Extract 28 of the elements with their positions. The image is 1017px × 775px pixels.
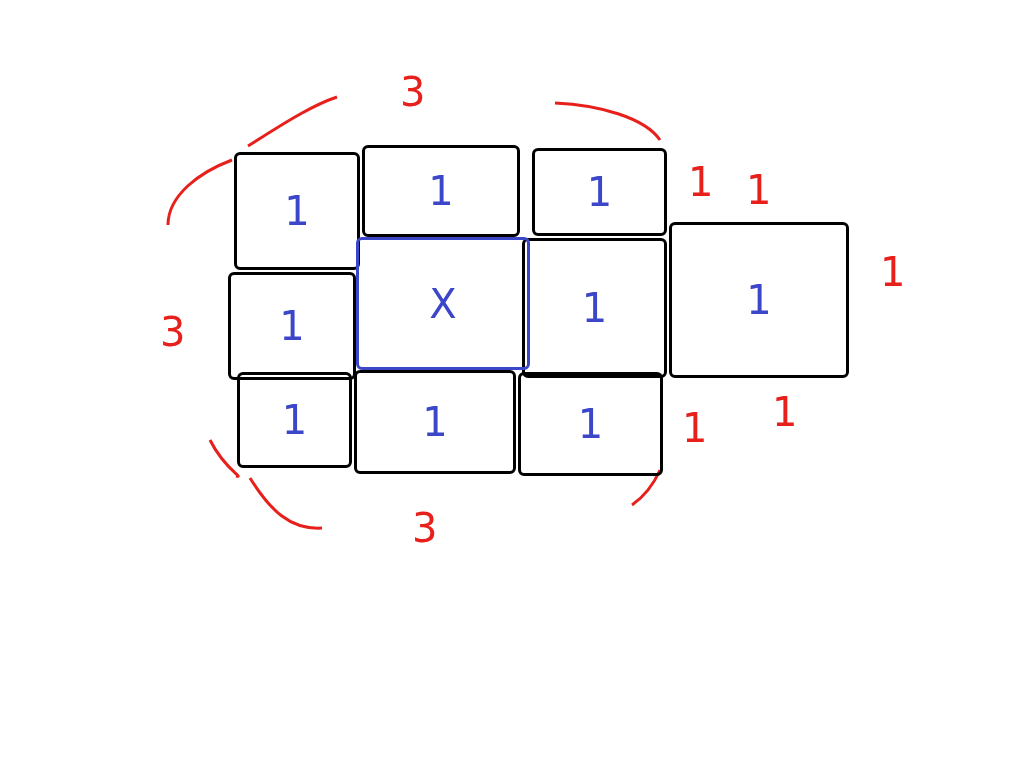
grid-cell	[362, 145, 520, 237]
count-label: 1	[880, 252, 906, 292]
grid-cell	[228, 272, 356, 380]
count-label: 3	[400, 72, 426, 112]
highlighted-cell	[356, 237, 530, 370]
count-label: 1	[746, 170, 772, 210]
cell-value: 1	[746, 280, 772, 320]
count-label: 1	[688, 162, 714, 202]
count-label: 3	[160, 312, 186, 352]
cell-value: X	[429, 283, 457, 324]
grid-cell	[532, 148, 667, 236]
cell-value: 1	[284, 191, 310, 231]
cell-value: 1	[586, 172, 613, 212]
grid-cell	[518, 372, 663, 476]
grid-cell	[669, 222, 849, 378]
count-label: 3	[412, 508, 438, 548]
cell-value: 1	[422, 402, 448, 442]
grid-cell	[237, 372, 352, 468]
cell-value: 1	[577, 404, 604, 444]
grid-cell	[234, 152, 360, 270]
grid-cell	[522, 238, 667, 378]
cell-value: 1	[428, 171, 454, 211]
count-label: 1	[772, 392, 798, 432]
count-label: 1	[682, 408, 708, 448]
cell-value: 1	[279, 306, 305, 346]
cell-value: 1	[281, 400, 308, 440]
cell-value: 1	[581, 288, 608, 328]
grid-cell	[354, 370, 516, 474]
